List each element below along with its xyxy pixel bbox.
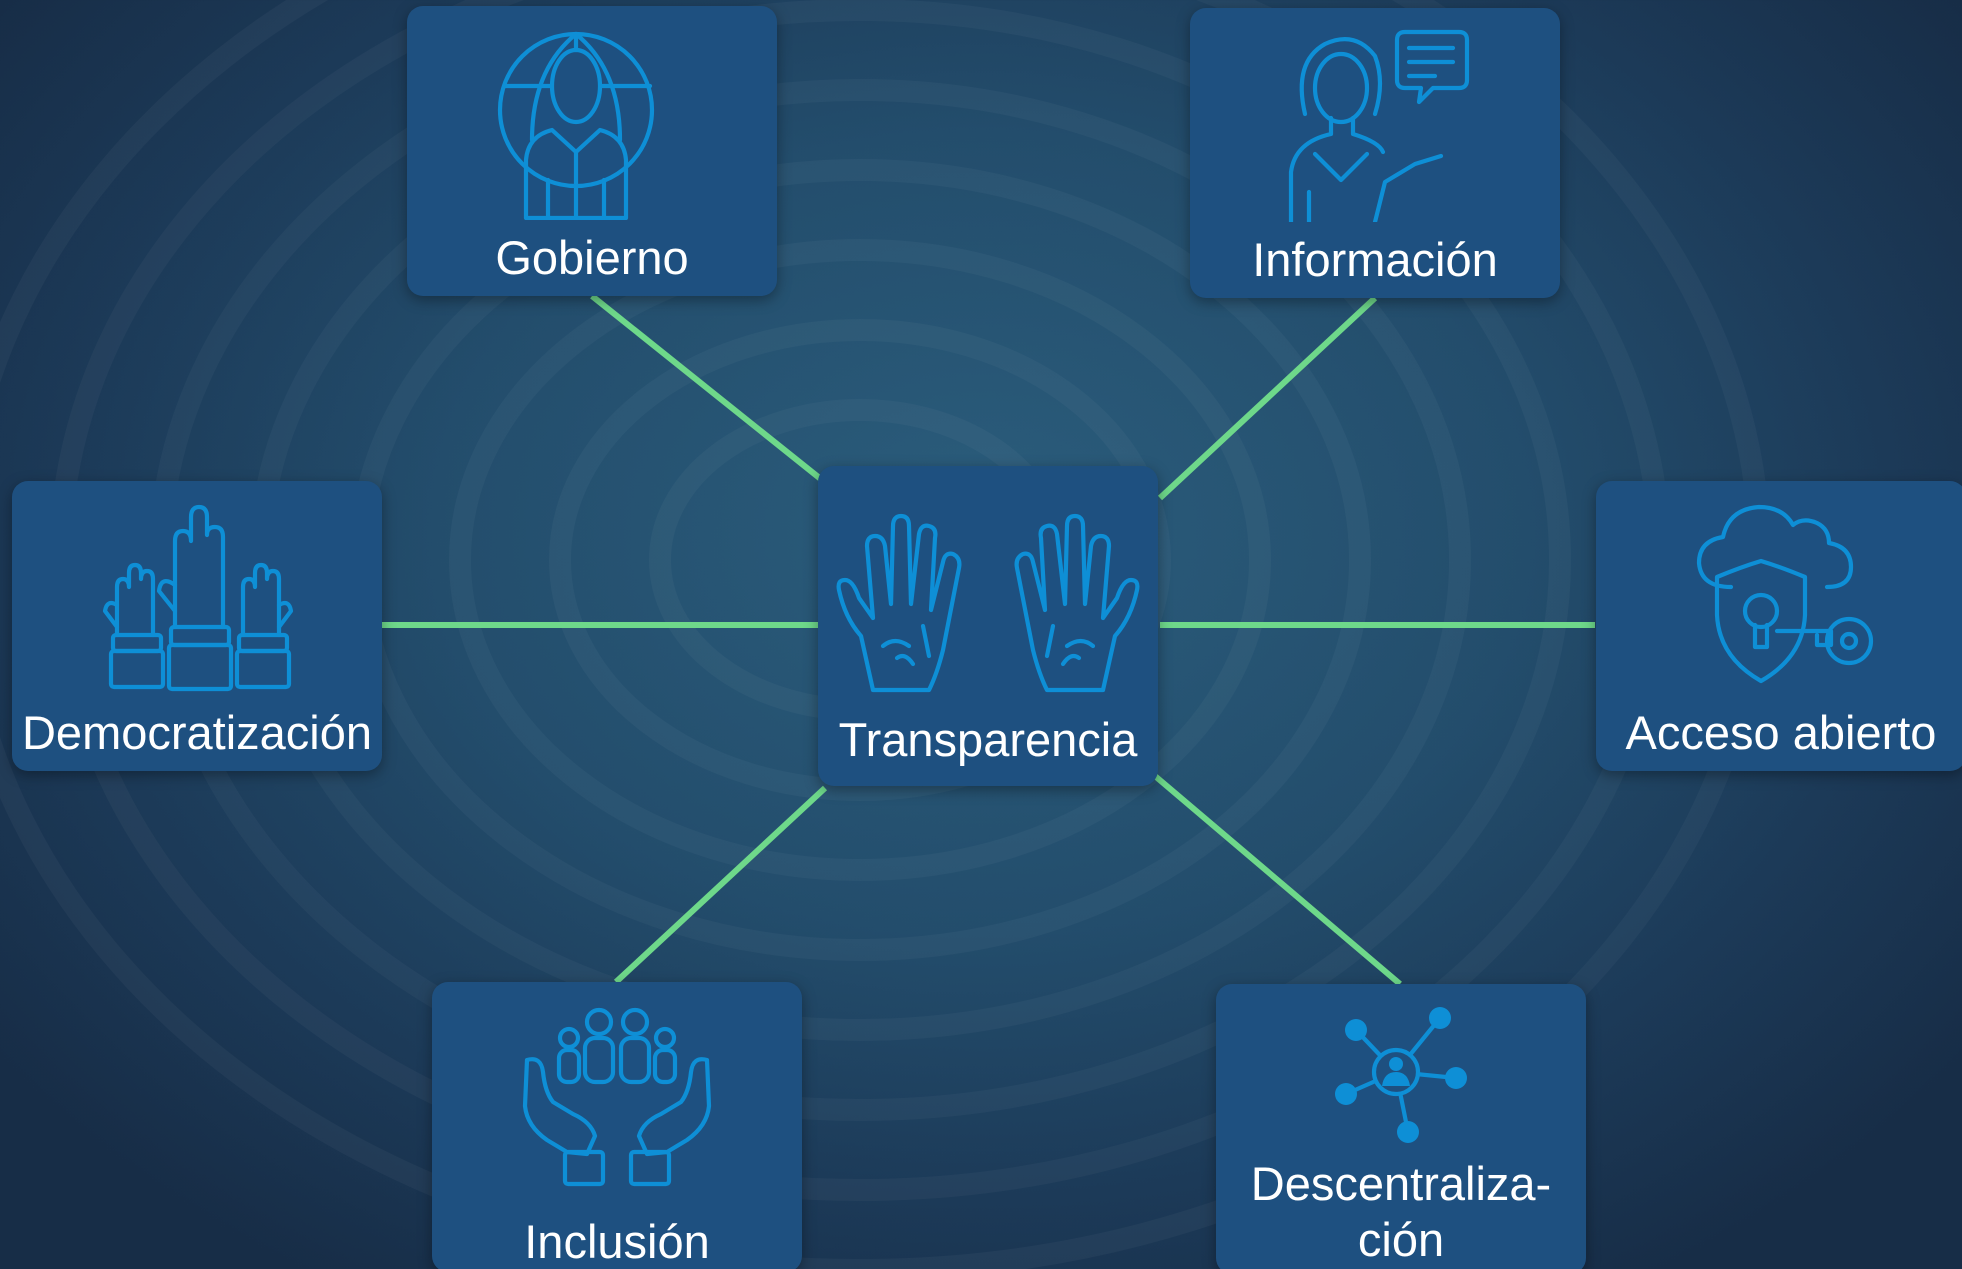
connector-gobierno xyxy=(590,293,824,483)
node-transparencia: Transparencia xyxy=(818,466,1158,786)
node-inclusion: Inclusión xyxy=(432,982,802,1269)
woman-speech-bubble-icon xyxy=(1190,22,1560,222)
connector-inclusion xyxy=(613,785,828,985)
raised-hands-icon xyxy=(12,495,382,695)
node-gobierno: Gobierno xyxy=(407,6,777,296)
connector-informacion xyxy=(1157,295,1378,501)
node-democratizacion: Democratización xyxy=(12,481,382,771)
node-label: Inclusión xyxy=(524,1215,710,1268)
node-label: Democratización xyxy=(21,706,373,759)
node-label: Descentraliza- ción xyxy=(1250,1157,1552,1266)
network-hub-icon xyxy=(1216,1004,1586,1154)
open-hands-icon xyxy=(818,506,1158,696)
node-label: Acceso abierto xyxy=(1625,706,1937,759)
node-informacion: Información xyxy=(1190,8,1560,298)
cloud-shield-key-icon xyxy=(1596,495,1962,695)
hands-holding-people-icon xyxy=(432,996,802,1196)
node-label: Gobierno xyxy=(495,231,689,284)
node-descentralizacion: Descentraliza- ción xyxy=(1216,984,1586,1269)
globe-person-icon xyxy=(407,20,777,220)
node-acceso-abierto: Acceso abierto xyxy=(1596,481,1962,771)
node-label: Transparencia xyxy=(838,713,1138,766)
connector-descentralizacion xyxy=(1153,773,1402,987)
node-label: Información xyxy=(1252,233,1498,286)
